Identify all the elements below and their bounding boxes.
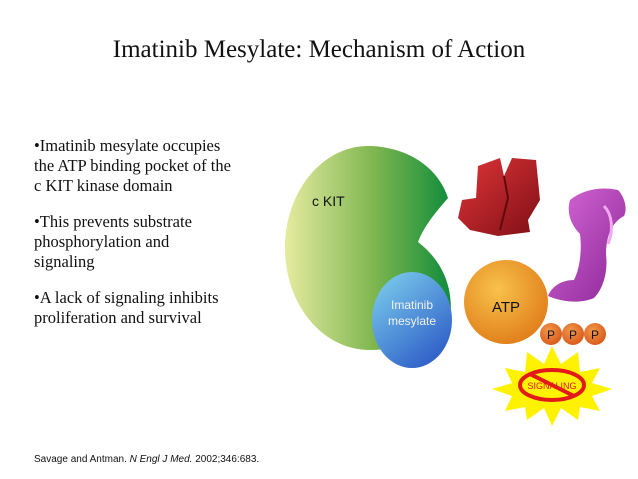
atp-shape: [464, 260, 548, 344]
imatinib-shape: [372, 272, 452, 368]
bullet-item: •A lack of signaling inhibits proliferat…: [34, 288, 219, 327]
signaling-burst: SIGNALING: [492, 346, 612, 426]
phosphate-label: P: [591, 328, 599, 342]
phosphate-circle: [540, 323, 562, 345]
phosphate-circle: [562, 323, 584, 345]
phosphate-group: P P P: [540, 323, 606, 345]
bullet-item: •This prevents substrate phosphorylation…: [34, 212, 192, 271]
imatinib-label-line1: Imatinib: [391, 298, 433, 312]
substrate-red: [458, 158, 540, 236]
atp-label: ATP: [492, 299, 520, 316]
phosphate-label: P: [547, 328, 555, 342]
slide-title: Imatinib Mesylate: Mechanism of Action: [112, 36, 526, 63]
citation-details: 2002;346:683.: [192, 454, 260, 465]
phosphate-circle: [584, 323, 606, 345]
imatinib-label-line2: mesylate: [388, 314, 436, 328]
citation-journal: N Engl J Med.: [129, 454, 193, 465]
ckit-label: c KIT: [312, 193, 345, 209]
citation: Savage and Antman. N Engl J Med. 2002;34…: [34, 454, 259, 465]
bullet-list: •Imatinib mesylate occupies the ATP bind…: [34, 136, 284, 344]
no-sign-slash: [529, 372, 575, 398]
bullet-item: •Imatinib mesylate occupies the ATP bind…: [34, 136, 231, 195]
citation-authors: Savage and Antman.: [34, 454, 130, 465]
no-sign-icon: [518, 368, 586, 402]
substrate-purple: [548, 188, 626, 302]
phosphate-label: P: [569, 328, 577, 342]
